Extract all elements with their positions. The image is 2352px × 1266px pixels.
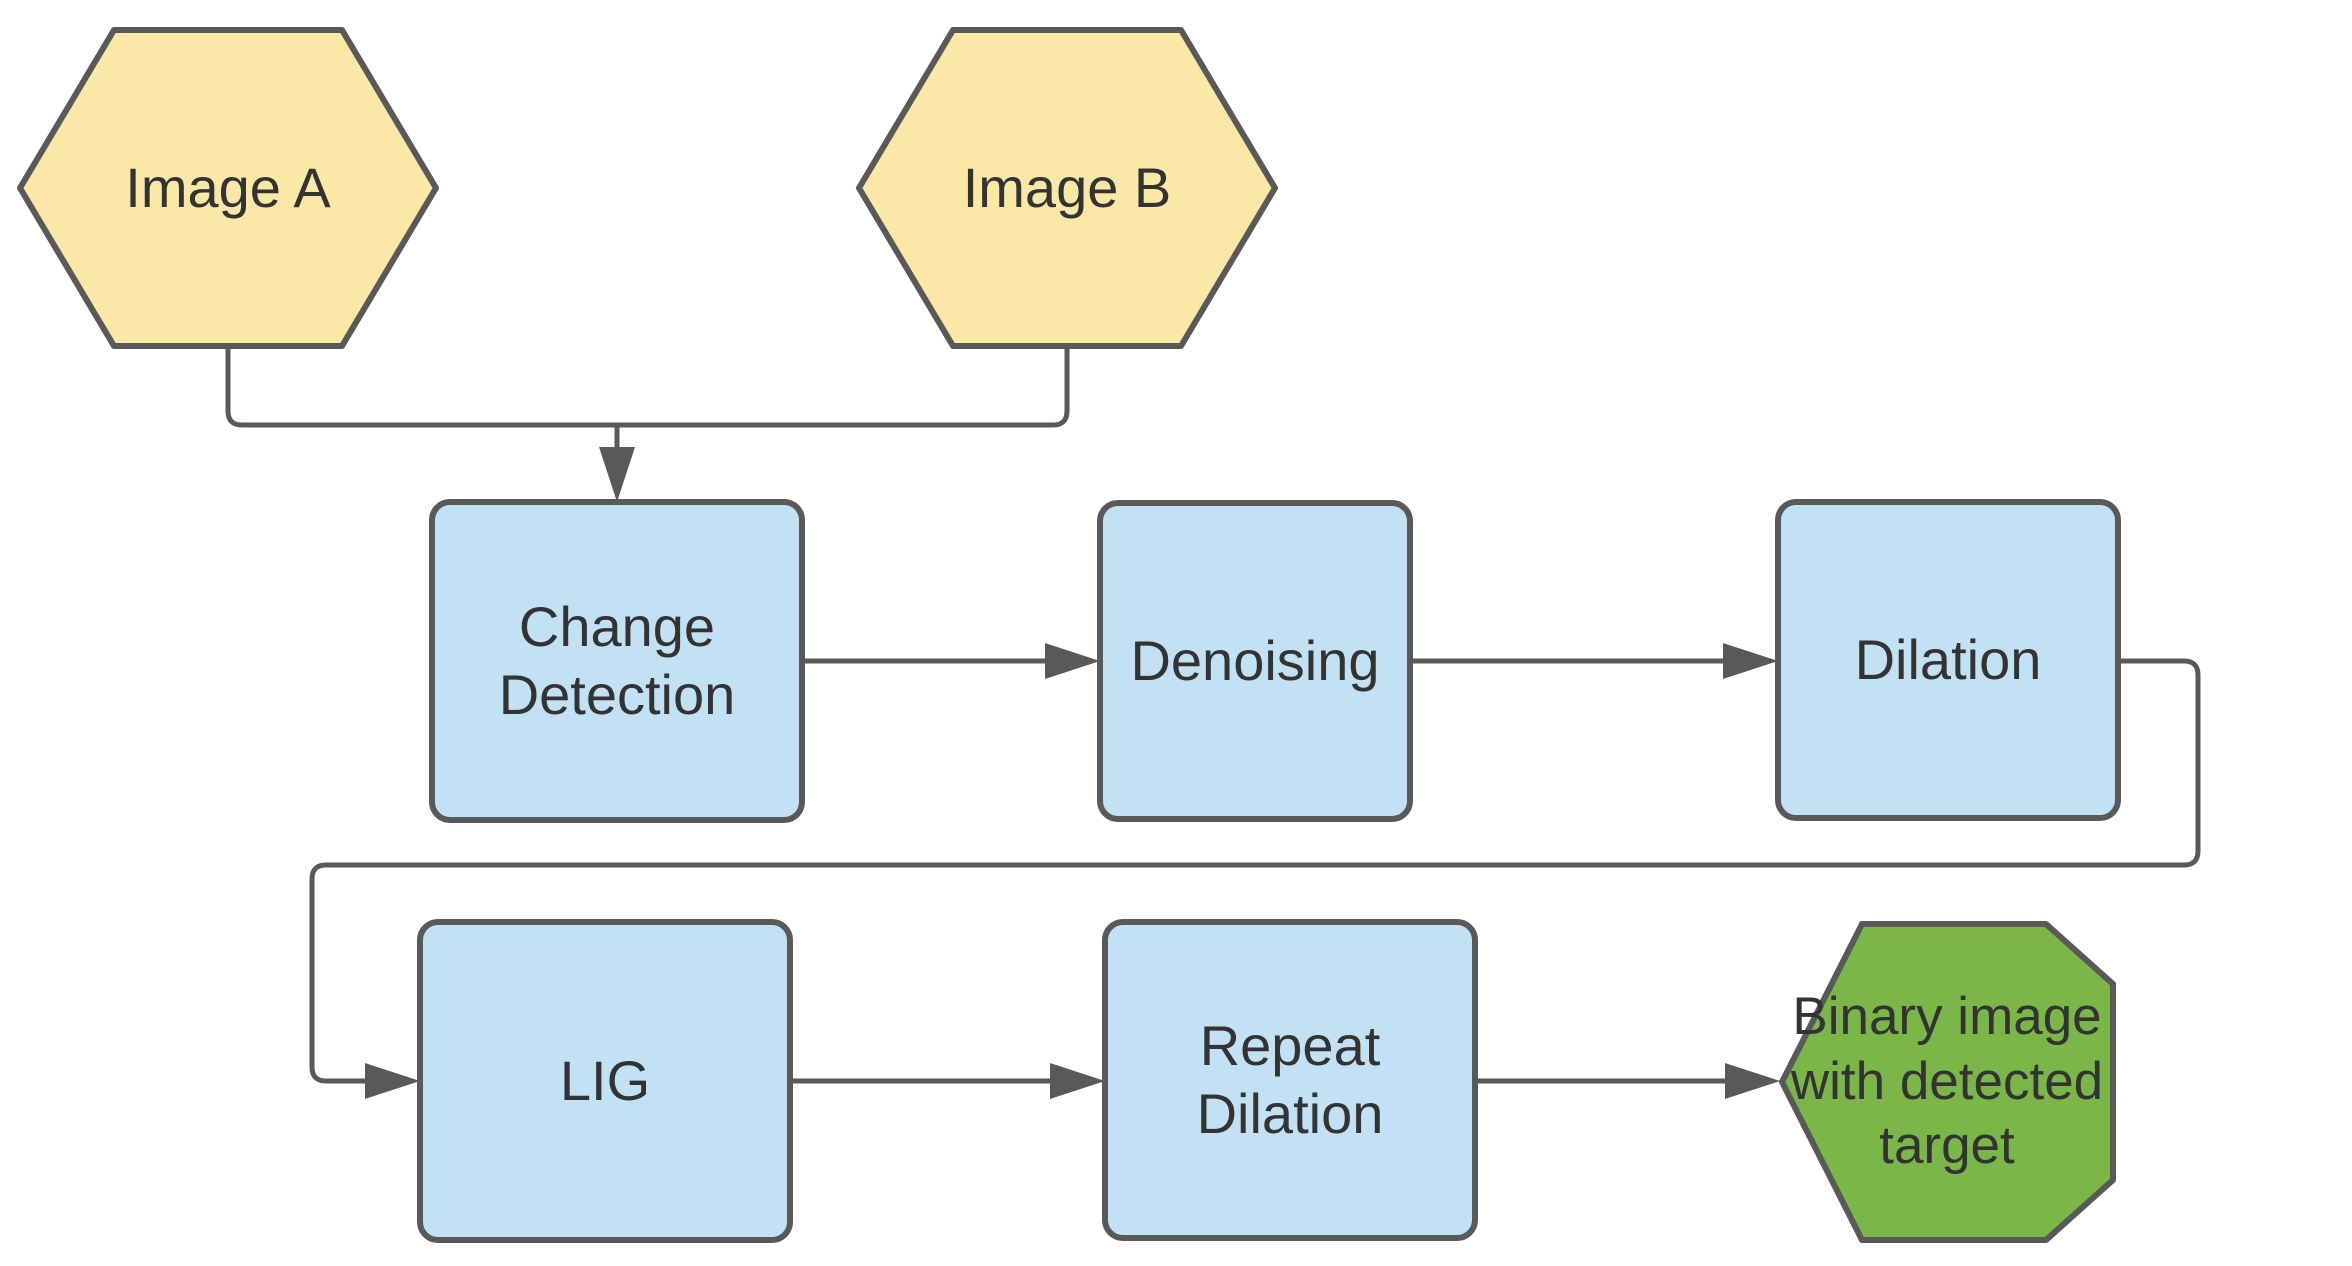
nodes	[17, 27, 2121, 1243]
node-denoising	[1097, 500, 1413, 822]
node-lig	[417, 919, 793, 1243]
arrowhead-into-lig	[365, 1063, 420, 1099]
node-change-detection	[429, 499, 805, 823]
edges	[225, 348, 2201, 1099]
edge-image-b-to-change-detection	[617, 348, 1070, 428]
node-binary-output	[1779, 921, 2116, 1243]
edge-dilation-to-lig	[309, 658, 2201, 1084]
arrowhead-into-repeat-dilation	[1050, 1063, 1105, 1099]
arrowhead-into-change-detection	[599, 447, 635, 502]
arrowhead-into-denoising	[1045, 643, 1100, 679]
edge-image-a-to-change-detection	[225, 348, 617, 428]
node-image-b	[856, 27, 1278, 349]
node-image-a	[17, 27, 439, 349]
arrowhead-into-binary-output	[1725, 1063, 1780, 1099]
arrowhead-into-dilation	[1723, 643, 1778, 679]
node-repeat-dilation	[1102, 919, 1478, 1241]
node-dilation	[1775, 499, 2121, 821]
